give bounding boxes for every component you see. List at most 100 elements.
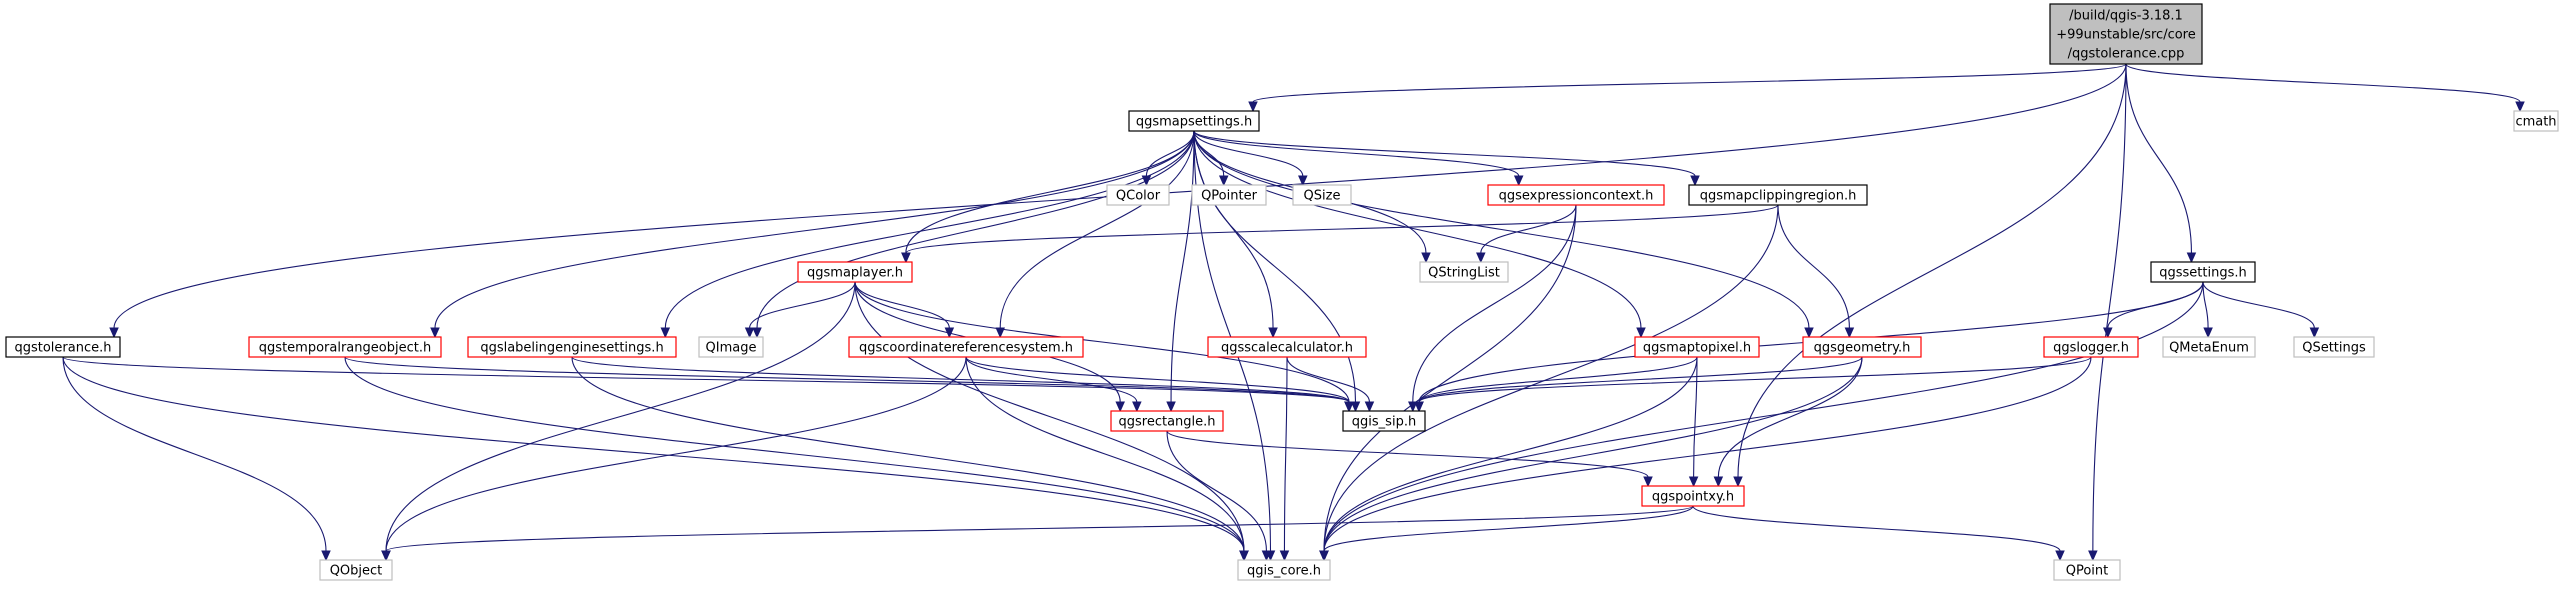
edge-line xyxy=(1170,130,1195,403)
edge-line xyxy=(344,356,1245,552)
edge-arrowhead xyxy=(1239,550,1249,562)
node-qobject[interactable]: QObject xyxy=(319,559,393,581)
edge-line xyxy=(2092,63,2127,552)
edge-arrowhead xyxy=(995,327,1005,339)
node-box xyxy=(698,336,764,358)
edge-arrowhead xyxy=(1261,550,1272,562)
edge-line xyxy=(571,356,1245,552)
node-box xyxy=(1292,184,1352,206)
edge-arrowhead xyxy=(1476,252,1486,264)
edge-line xyxy=(965,356,1245,552)
node-qgspointxy[interactable]: qgspointxy.h xyxy=(1641,485,1745,507)
edge-line xyxy=(62,356,327,552)
node-box xyxy=(1641,485,1745,507)
edge-qgstolerance-to-qgis-sip xyxy=(62,356,1354,413)
edge-arrowhead xyxy=(752,327,762,339)
node-qgslogger[interactable]: qgslogger.h xyxy=(2043,336,2139,358)
edge-qgsmapsettings-to-qcolor xyxy=(1141,130,1195,187)
node-box xyxy=(797,261,913,283)
node-box xyxy=(1342,410,1426,432)
node-cmath[interactable]: cmath xyxy=(2513,110,2559,132)
edge-qgsmapsettings-to-qgsmaptopixel xyxy=(1193,130,1646,339)
node-qstringlist[interactable]: QStringList xyxy=(1419,261,1509,283)
edge-arrowhead xyxy=(321,550,331,562)
edge-line xyxy=(756,130,1195,329)
node-box xyxy=(2513,110,2559,132)
edge-qgsmapsettings-to-qsize xyxy=(1193,130,1308,187)
edge-line xyxy=(1193,130,1642,329)
edge-arrowhead xyxy=(1804,327,1814,339)
edge-qgssettings-to-qgis-core xyxy=(1319,281,2204,562)
edge-line xyxy=(1418,356,2092,403)
edge-qgsscalecalculator-to-qgis-sip xyxy=(1286,356,1375,413)
edge-line xyxy=(664,130,1195,329)
node-qgscoordinatereferencesystem[interactable]: qgscoordinatereferencesystem.h xyxy=(848,336,1084,358)
edge-line xyxy=(1480,204,1577,254)
node-label: qgsmapsettings.h xyxy=(1136,115,1252,130)
node-qgssettings[interactable]: qgssettings.h xyxy=(2150,261,2256,283)
edge-qgscoordinatereferencesystem-to-qgis-sip xyxy=(965,356,1354,413)
node-qsize[interactable]: QSize xyxy=(1292,184,1352,206)
node-label: qgis_core.h xyxy=(1247,564,1321,579)
edge-arrowhead xyxy=(1844,327,1855,339)
node-box xyxy=(1191,184,1267,206)
node-qimage[interactable]: QImage xyxy=(698,336,764,358)
edge-line xyxy=(854,281,950,329)
node-qgis-core[interactable]: qgis_core.h xyxy=(1237,559,1331,581)
edge-line xyxy=(905,204,1779,254)
node-label: qgslogger.h xyxy=(2053,341,2129,356)
node-qgsmaplayer[interactable]: qgsmaplayer.h xyxy=(797,261,913,283)
edge-arrowhead xyxy=(1350,401,1361,413)
node-label: QStringList xyxy=(1428,266,1500,281)
node-qgslabelingenginesettings[interactable]: qgslabelingenginesettings.h xyxy=(467,336,677,358)
node-label: QSettings xyxy=(2302,341,2366,356)
edge-qgspointxy-to-qpoint xyxy=(1692,505,2065,562)
node-qcolor[interactable]: QColor xyxy=(1106,184,1170,206)
node-qgsmapsettings[interactable]: qgsmapsettings.h xyxy=(1128,110,1260,132)
node-qmetaenum[interactable]: QMetaEnum xyxy=(2162,336,2256,358)
node-qgsmapclippingregion[interactable]: qgsmapclippingregion.h xyxy=(1688,184,1868,206)
node-box xyxy=(2049,3,2203,65)
edge-qgsmapsettings-to-qgsscalecalculator xyxy=(1193,130,1278,339)
node-qgsgeometry[interactable]: qgsgeometry.h xyxy=(1802,336,1922,358)
edge-root-to-cmath xyxy=(2125,63,2525,113)
node-box xyxy=(467,336,677,358)
node-box xyxy=(2293,336,2375,358)
node-qgsmaptopixel[interactable]: qgsmaptopixel.h xyxy=(1634,336,1760,358)
edge-qgstemporalrangeobject-to-qgis-sip xyxy=(344,356,1354,413)
edge-qgsmaplayer-to-qimage xyxy=(744,281,856,339)
node-qgstemporalrangeobject[interactable]: qgstemporalrangeobject.h xyxy=(248,336,442,358)
node-qgsscalecalculator[interactable]: qgsscalecalculator.h xyxy=(1207,336,1367,358)
node-box xyxy=(5,336,121,358)
node-label: QSize xyxy=(1304,189,1341,204)
node-label: qgstemporalrangeobject.h xyxy=(259,341,431,356)
node-qsettings[interactable]: QSettings xyxy=(2293,336,2375,358)
edge-line xyxy=(344,356,1350,403)
node-qgis-sip[interactable]: qgis_sip.h xyxy=(1342,410,1426,432)
node-qpointer[interactable]: QPointer xyxy=(1191,184,1267,206)
edge-arrowhead xyxy=(1688,476,1699,488)
node-qgsexpressioncontext[interactable]: qgsexpressioncontext.h xyxy=(1487,184,1665,206)
edge-qgstolerance-to-qgis-core xyxy=(62,356,1249,562)
edge-qgsrectangle-to-qgspointxy xyxy=(1166,430,1653,488)
edge-arrowhead xyxy=(1690,175,1700,187)
node-box xyxy=(1419,261,1509,283)
edge-line xyxy=(1323,356,1698,552)
node-box xyxy=(248,336,442,358)
edge-arrowhead xyxy=(901,252,911,264)
edge-root-to-qpoint xyxy=(2088,63,2127,562)
node-box xyxy=(1802,336,1922,358)
edge-arrowhead xyxy=(381,550,391,562)
edge-line xyxy=(1193,130,1696,177)
edge-arrowhead xyxy=(109,327,119,339)
node-qpoint[interactable]: QPoint xyxy=(2053,559,2121,581)
node-box xyxy=(1110,410,1224,432)
node-qgsrectangle[interactable]: qgsrectangle.h xyxy=(1110,410,1224,432)
node-root[interactable]: /build/qgis-3.18.1+99unstable/src/core/q… xyxy=(2049,3,2203,65)
edge-root-to-qgspointxy xyxy=(1733,63,2127,488)
node-qgstolerance[interactable]: qgstolerance.h xyxy=(5,336,121,358)
edge-qgsrectangle-to-qgis-core xyxy=(1166,430,1272,562)
node-label: QColor xyxy=(1116,189,1161,204)
edge-arrowhead xyxy=(1298,175,1308,187)
